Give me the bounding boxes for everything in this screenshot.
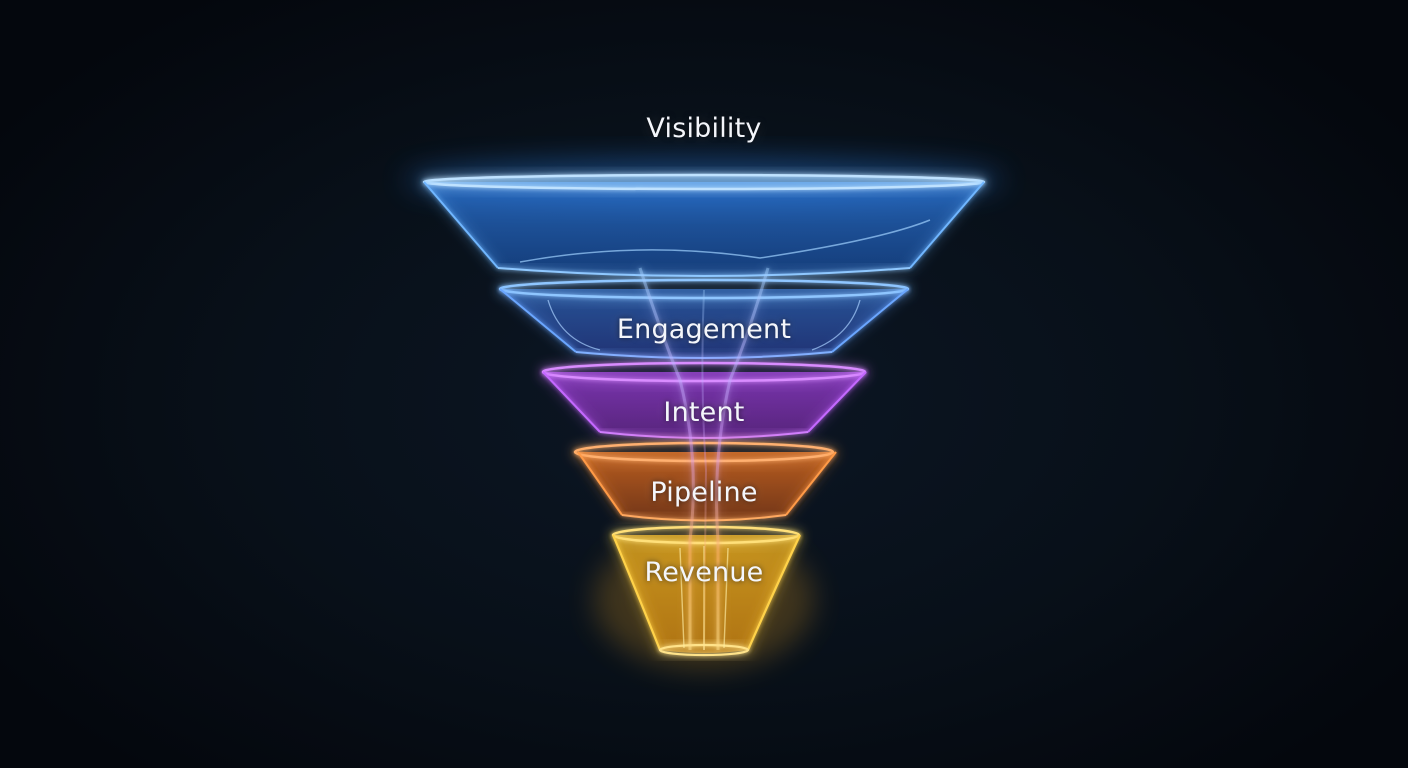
funnel-stream [638, 267, 770, 651]
stage-label-visibility: Visibility [646, 113, 762, 144]
funnel-stage-intent [541, 361, 867, 439]
stage-label-revenue: Revenue [644, 557, 764, 588]
stage-label-intent: Intent [663, 397, 745, 428]
stage-label-pipeline: Pipeline [650, 477, 758, 508]
stage-label-engagement: Engagement [616, 314, 792, 345]
funnel-stage-visibility [422, 173, 986, 277]
